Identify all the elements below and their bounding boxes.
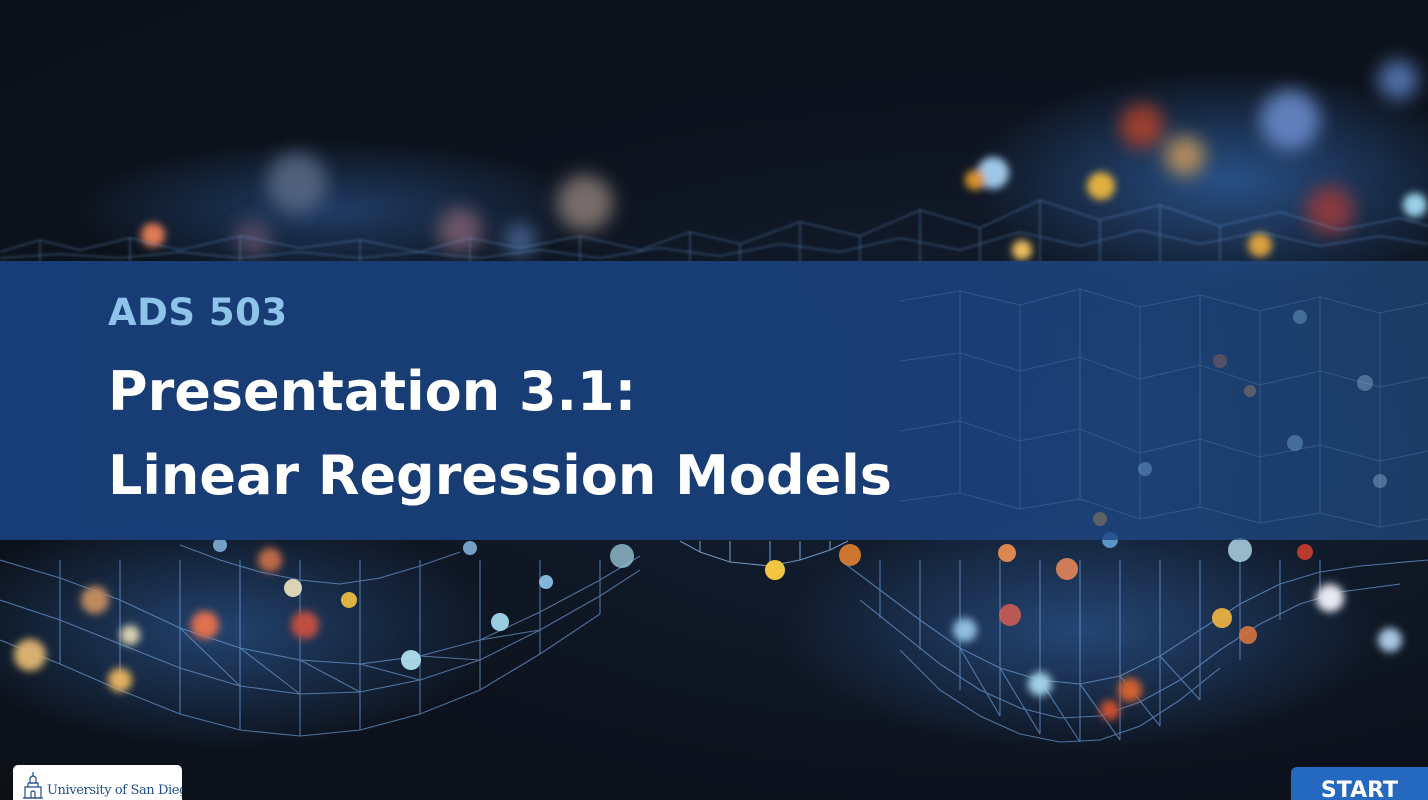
university-logo: University of San Diego — [13, 765, 182, 800]
band-mesh-overlay — [899, 288, 1428, 528]
start-button[interactable]: START — [1291, 767, 1428, 800]
university-logo-text: University of San Diego — [47, 783, 182, 798]
title-band — [0, 261, 1428, 540]
university-crest-icon — [23, 772, 43, 799]
slide-title-line-2: Linear Regression Models — [108, 444, 892, 507]
slide-title-line-1: Presentation 3.1: — [108, 360, 637, 423]
course-code: ADS 503 — [108, 291, 288, 334]
